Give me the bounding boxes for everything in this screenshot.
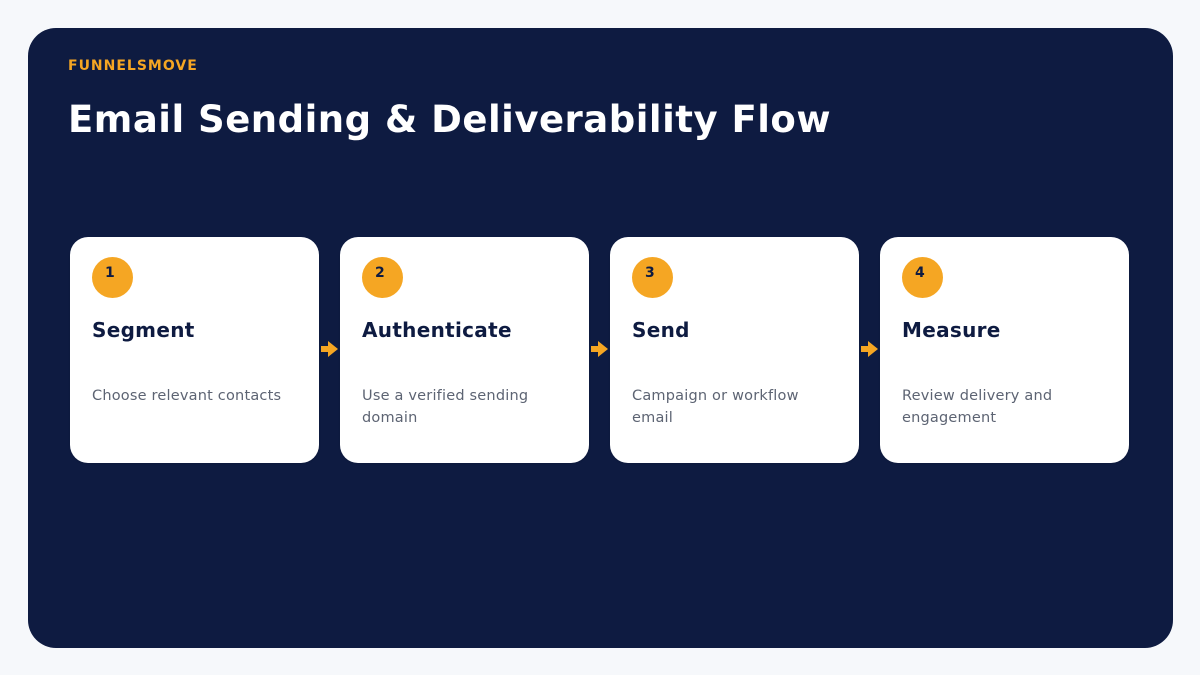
step-card-send: 3 Send Campaign or workflow email [610,237,859,463]
arrow-right-icon [321,341,338,357]
step-card-segment: 1 Segment Choose relevant contacts [70,237,319,463]
arrow-right-icon [861,341,878,357]
step-card-measure: 4 Measure Review delivery and engagement [880,237,1129,463]
step-number-badge: 2 [362,257,403,298]
arrow-right-icon [591,341,608,357]
step-title: Authenticate [362,318,512,342]
step-number-badge: 3 [632,257,673,298]
step-title: Measure [902,318,1001,342]
step-number: 4 [915,265,925,281]
step-number-badge: 1 [92,257,133,298]
step-number: 2 [375,265,385,281]
brand-label: FUNNELSMOVE [68,58,198,74]
step-description: Use a verified sending domain [362,388,529,426]
step-description: Review delivery and engagement [902,388,1053,426]
step-number-badge: 4 [902,257,943,298]
step-title: Segment [92,318,195,342]
step-description: Campaign or workflow email [632,388,799,426]
step-number: 3 [645,265,655,281]
step-card-authenticate: 2 Authenticate Use a verified sending do… [340,237,589,463]
page-title: Email Sending & Deliverability Flow [68,98,832,141]
step-description: Choose relevant contacts [92,388,282,404]
step-number: 1 [105,265,115,281]
step-title: Send [632,318,690,342]
